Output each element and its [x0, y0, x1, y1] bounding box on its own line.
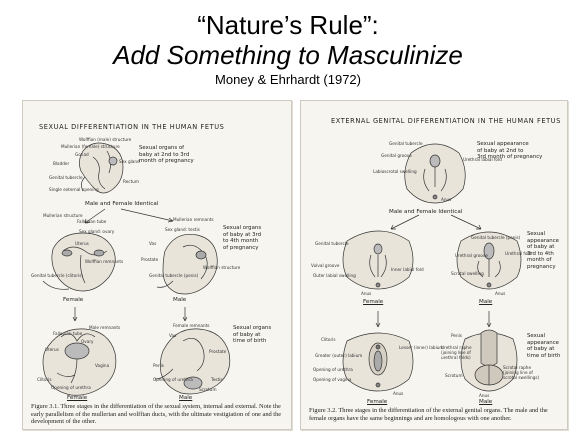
- label-urethral-fold: Urethral fold: [505, 251, 532, 256]
- label-urethral-groove: Urethral groove: [455, 253, 488, 258]
- stage-male-mid: Male: [479, 299, 493, 305]
- label-male-remnants: Male remnants: [89, 325, 121, 330]
- label-scrotum: Scrotum: [445, 373, 463, 378]
- label-outer-labial-swelling: Outer labial swelling: [313, 273, 356, 278]
- figure-3-2-heading: EXTERNAL GENITAL DIFFERENTIATION IN THE …: [331, 117, 561, 125]
- label-scrotal-swelling: Scrotal swelling: [451, 271, 484, 276]
- label-greater-labium: Greater (outer) labium: [315, 353, 363, 358]
- label-clitoris: Clitoris: [321, 337, 336, 342]
- label-rectum: Rectum: [123, 179, 139, 184]
- label-genital-tubercle: Genital tubercle: [389, 141, 423, 146]
- figure-3-1-heading: SEXUAL DIFFERENTIATION IN THE HUMAN FETU…: [39, 123, 225, 131]
- citation: Money & Ehrhardt (1972): [215, 72, 361, 87]
- arrow-to-male-mid: [450, 214, 482, 230]
- label-scrotum: Scrotum: [199, 387, 217, 392]
- figure-3-1-scan: SEXUAL DIFFERENTIATION IN THE HUMAN FETU…: [22, 100, 292, 430]
- note-stage-1: Sexual appearance of baby at 2nd to 3rd …: [477, 141, 543, 161]
- female-mid-drawing: [51, 232, 116, 292]
- label-labioscrotal-swelling: Labioscrotal swelling: [373, 169, 417, 174]
- external-differentiation-illustration: [342, 143, 522, 392]
- label-anus-f: Anus: [361, 291, 372, 296]
- label-mullerian-remnants: Mullerian remnants: [173, 217, 214, 222]
- label-lesser-labium: Lesser (inner) labium: [399, 345, 444, 350]
- stage-female-mid: Female: [63, 297, 84, 303]
- label-genital-groove: Genital groove: [381, 153, 412, 158]
- label-testis: Testis: [211, 377, 223, 382]
- label-vagina: Vagina: [95, 363, 110, 368]
- stage-female-bottom: Female: [67, 395, 88, 401]
- stage-male-bottom: Male: [179, 395, 193, 401]
- label-wolffian-top: Wolffian (male) structure: [79, 137, 132, 142]
- label-anus-f2: Anus: [393, 391, 404, 396]
- stage-female-mid: Female: [363, 299, 384, 305]
- male-mid-drawing: [162, 234, 218, 295]
- note-stage-2: Sexual appearance of baby at 3rd to 4th …: [527, 231, 559, 270]
- label-opening-urethra: Opening of urethra: [313, 367, 353, 372]
- internal-differentiation-illustration: [42, 142, 231, 396]
- label-mullerian-top: Mullerian (female) structure: [61, 144, 120, 149]
- label-urethral-raphe: Urethral raphe (joining line of urethral…: [441, 345, 472, 360]
- label-single-opening: Single external opening: [49, 187, 99, 192]
- male-birth-drawing: [159, 328, 231, 395]
- label-uterus: Uterus: [75, 241, 89, 246]
- label-inner-labial-fold: Inner labial fold: [391, 267, 424, 272]
- title-line-2: Add Something to Masculinize: [113, 40, 463, 70]
- early-fetus-pelvis-drawing: [79, 142, 124, 194]
- label-genital-tubercle-f: Genital tubercle: [315, 241, 349, 246]
- label-genital-tubercle-clitoris: Genital tubercle (clitoris): [31, 273, 84, 278]
- label-anus-m: Anus: [495, 291, 506, 296]
- stage-identical: Male and Female Identical: [85, 201, 159, 207]
- stage-male-mid: Male: [173, 297, 187, 303]
- label-fallopian-tube: Fallopian tube: [77, 219, 107, 224]
- label-vulval-groove: Vulval groove: [311, 263, 340, 268]
- note-stage-1: Sexual organs of baby at 2nd to 3rd mont…: [139, 145, 194, 165]
- title-line-1: “Nature’s Rule”:: [197, 10, 379, 40]
- female-birth-drawing: [42, 328, 117, 396]
- label-vas: Vas: [149, 241, 157, 246]
- label-fallopian-tube-b: Fallopian tube: [53, 331, 83, 336]
- label-vas-b: Vas: [169, 333, 177, 338]
- label-opening-urethra-b: Opening of urethra: [153, 377, 193, 382]
- label-wolffian-structure: Wolffian structure: [203, 265, 241, 270]
- label-genital-tubercle-m: Genital tubercle (penis): [471, 235, 521, 240]
- slide-title: “Nature’s Rule”: Add Something to Mascul…: [0, 10, 576, 88]
- label-prostate-mid: Prostate: [141, 257, 159, 262]
- label-mullerian-mid: Mullerian structure: [43, 213, 83, 218]
- label-opening-vagina: Opening of vagina: [313, 377, 352, 382]
- note-stage-2: Sexual organs of baby at 3rd to 4th mont…: [223, 225, 262, 251]
- label-uterus-b: Uterus: [45, 347, 59, 352]
- label-penis: Penis: [153, 363, 164, 368]
- label-genital-tubercle: Genital tubercle: [49, 175, 83, 180]
- label-sex-gland-ovary: Sex gland: ovary: [79, 229, 115, 234]
- label-ovary: Ovary: [81, 339, 94, 344]
- figure-3-2-scan: EXTERNAL GENITAL DIFFERENTIATION IN THE …: [300, 100, 568, 430]
- figure-3-2-caption: Figure 3.2. Three stages in the differen…: [309, 407, 548, 422]
- note-stage-3: Sexual appearance of baby at time of bir…: [527, 333, 561, 359]
- label-female-remnants: Female remnants: [173, 323, 210, 328]
- arrow-to-female-mid: [84, 208, 106, 224]
- figure-3-1-caption: Figure 3.1. Three stages in the differen…: [31, 403, 282, 426]
- stage-male-bottom: Male: [479, 399, 493, 405]
- label-anus-m2: Anus: [479, 393, 490, 398]
- label-opening-urethra: Opening of urethra: [51, 385, 91, 390]
- label-prostate-b: Prostate: [209, 349, 227, 354]
- label-gonad: Gonad: [75, 152, 89, 157]
- label-wolffian-remnants: Wolffian remnants: [85, 259, 124, 264]
- arrow-to-female-mid: [390, 214, 420, 230]
- note-stage-3: Sexual organs of baby at time of birth: [233, 325, 272, 345]
- label-clitoris: Clitoris: [37, 377, 52, 382]
- label-penis: Penis: [451, 333, 462, 338]
- label-scrotal-raphe: Scrotal raphe (joining line of scrotal s…: [503, 365, 540, 380]
- label-anus-top: Anus: [441, 197, 452, 202]
- label-bladder: Bladder: [53, 161, 70, 166]
- label-genital-tubercle-penis: Genital tubercle (penis): [149, 273, 199, 278]
- label-sex-gland: Sex gland: [119, 159, 140, 164]
- label-urethral-labial-fold: Urethral labial fold: [463, 157, 502, 162]
- arrow-to-male-mid: [120, 208, 174, 222]
- stage-female-bottom: Female: [367, 399, 388, 405]
- label-sex-gland-testis: Sex gland: testis: [165, 227, 200, 232]
- stage-identical: Male and Female Identical: [389, 209, 463, 215]
